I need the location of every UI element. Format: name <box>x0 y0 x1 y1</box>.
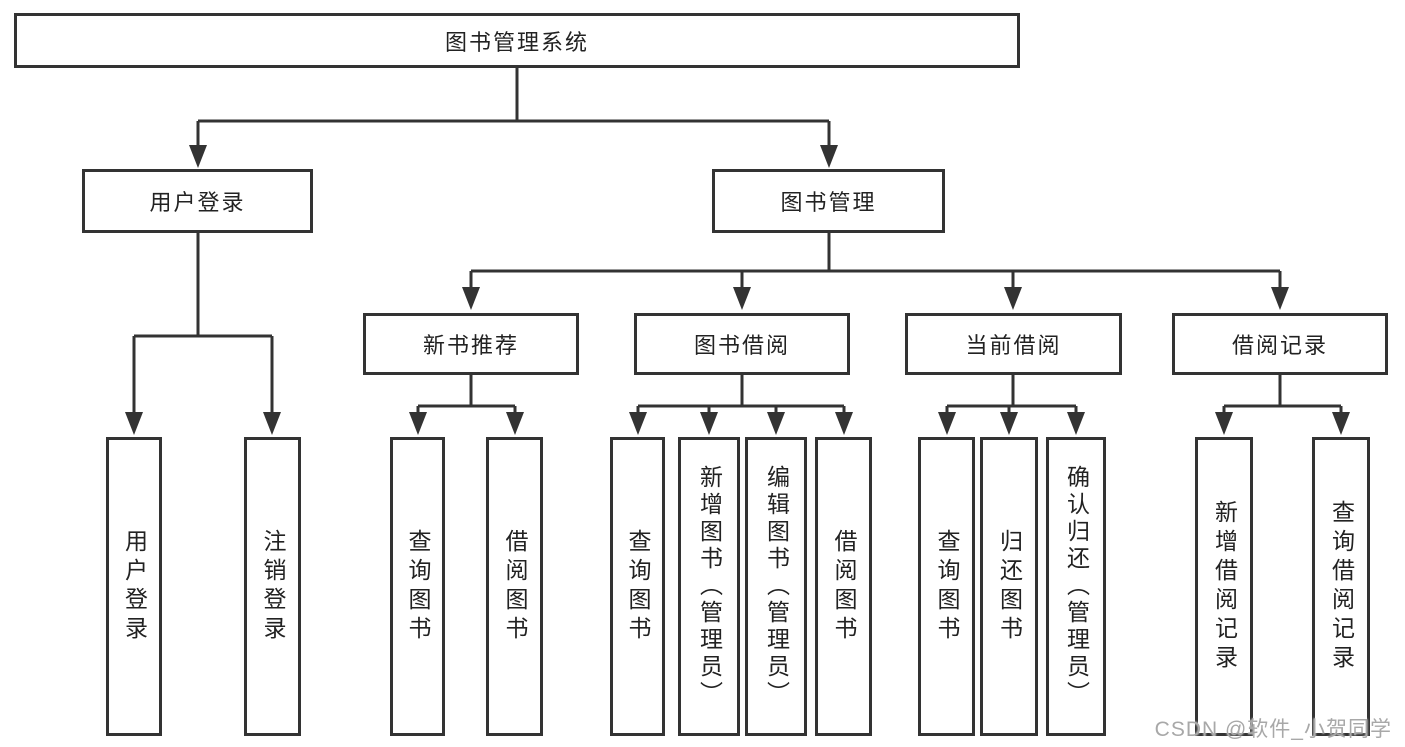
leaf-logout: 注销登录 <box>244 437 301 736</box>
leaf-newbooks-borrow-books: 借阅图书 <box>486 437 543 736</box>
node-new-book-recommend: 新书推荐 <box>363 313 579 375</box>
leaf-borrowing-add-books-admin: 新增图书（管理员） <box>678 437 740 736</box>
leaf-current-query-books-label: 查询图书 <box>934 528 960 645</box>
edge-current-leaves <box>945 375 1078 416</box>
edge-root-level2-arrowheads <box>189 145 838 168</box>
csdn-watermark: CSDN @软件_小贺同学 <box>1154 718 1392 741</box>
edge-newbooks-leaves <box>416 375 517 416</box>
node-new-book-recommend-label: 新书推荐 <box>422 333 519 358</box>
leaf-newbooks-query-books-label: 查询图书 <box>405 528 431 645</box>
edge-userlogin-leaves-arrowheads <box>125 412 281 435</box>
leaf-borrowing-borrow-books-label: 借阅图书 <box>831 528 857 645</box>
edge-bookmgmt-level3 <box>469 233 1282 293</box>
leaf-user-login-label: 用户登录 <box>121 528 148 645</box>
leaf-user-login: 用户登录 <box>106 437 162 736</box>
node-book-management: 图书管理 <box>712 169 945 233</box>
edge-records-leaves-arrowheads <box>1215 412 1350 435</box>
node-library-system: 图书管理系统 <box>14 13 1020 68</box>
leaf-newbooks-query-books: 查询图书 <box>390 437 445 736</box>
leaf-records-add-record-label: 新增借阅记录 <box>1211 499 1238 674</box>
leaf-current-return-books-label: 归还图书 <box>996 528 1023 645</box>
leaf-borrowing-edit-books-admin: 编辑图书（管理员） <box>745 437 807 736</box>
node-user-login: 用户登录 <box>82 169 313 233</box>
node-borrowing-records-label: 借阅记录 <box>1231 333 1328 358</box>
edge-current-leaves-arrowheads <box>938 412 1085 435</box>
node-current-borrowing-label: 当前借阅 <box>965 333 1062 358</box>
edge-borrowing-leaves <box>636 375 846 416</box>
leaf-current-confirm-return-admin-label: 确认归还（管理员） <box>1063 465 1090 708</box>
edge-borrowing-leaves-arrowheads <box>629 412 853 435</box>
edge-newbooks-leaves-arrowheads <box>409 412 524 435</box>
node-book-management-label: 图书管理 <box>780 190 877 215</box>
leaf-records-add-record: 新增借阅记录 <box>1195 437 1253 736</box>
node-book-borrowing-label: 图书借阅 <box>693 333 790 358</box>
edge-bookmgmt-level3-arrowheads <box>462 287 1289 310</box>
node-user-login-label: 用户登录 <box>149 190 246 215</box>
node-library-system-label: 图书管理系统 <box>444 29 589 55</box>
leaf-borrowing-borrow-books: 借阅图书 <box>815 437 872 736</box>
edge-root-level2 <box>196 68 831 150</box>
leaf-current-return-books: 归还图书 <box>980 437 1038 736</box>
edge-userlogin-leaves <box>132 233 274 415</box>
leaf-logout-label: 注销登录 <box>260 528 286 645</box>
leaf-borrowing-query-books-label: 查询图书 <box>625 528 651 645</box>
leaf-records-query-record-label: 查询借阅记录 <box>1328 499 1355 674</box>
leaf-newbooks-borrow-books-label: 借阅图书 <box>502 528 528 645</box>
node-book-borrowing: 图书借阅 <box>634 313 850 375</box>
node-borrowing-records: 借阅记录 <box>1172 313 1388 375</box>
leaf-borrowing-edit-books-admin-label: 编辑图书（管理员） <box>763 465 790 708</box>
leaf-records-query-record: 查询借阅记录 <box>1312 437 1370 736</box>
leaf-borrowing-add-books-admin-label: 新增图书（管理员） <box>696 465 723 708</box>
leaf-current-confirm-return-admin: 确认归还（管理员） <box>1046 437 1106 736</box>
node-current-borrowing: 当前借阅 <box>905 313 1122 375</box>
leaf-borrowing-query-books: 查询图书 <box>610 437 665 736</box>
edge-records-leaves <box>1222 375 1343 416</box>
leaf-current-query-books: 查询图书 <box>918 437 975 736</box>
